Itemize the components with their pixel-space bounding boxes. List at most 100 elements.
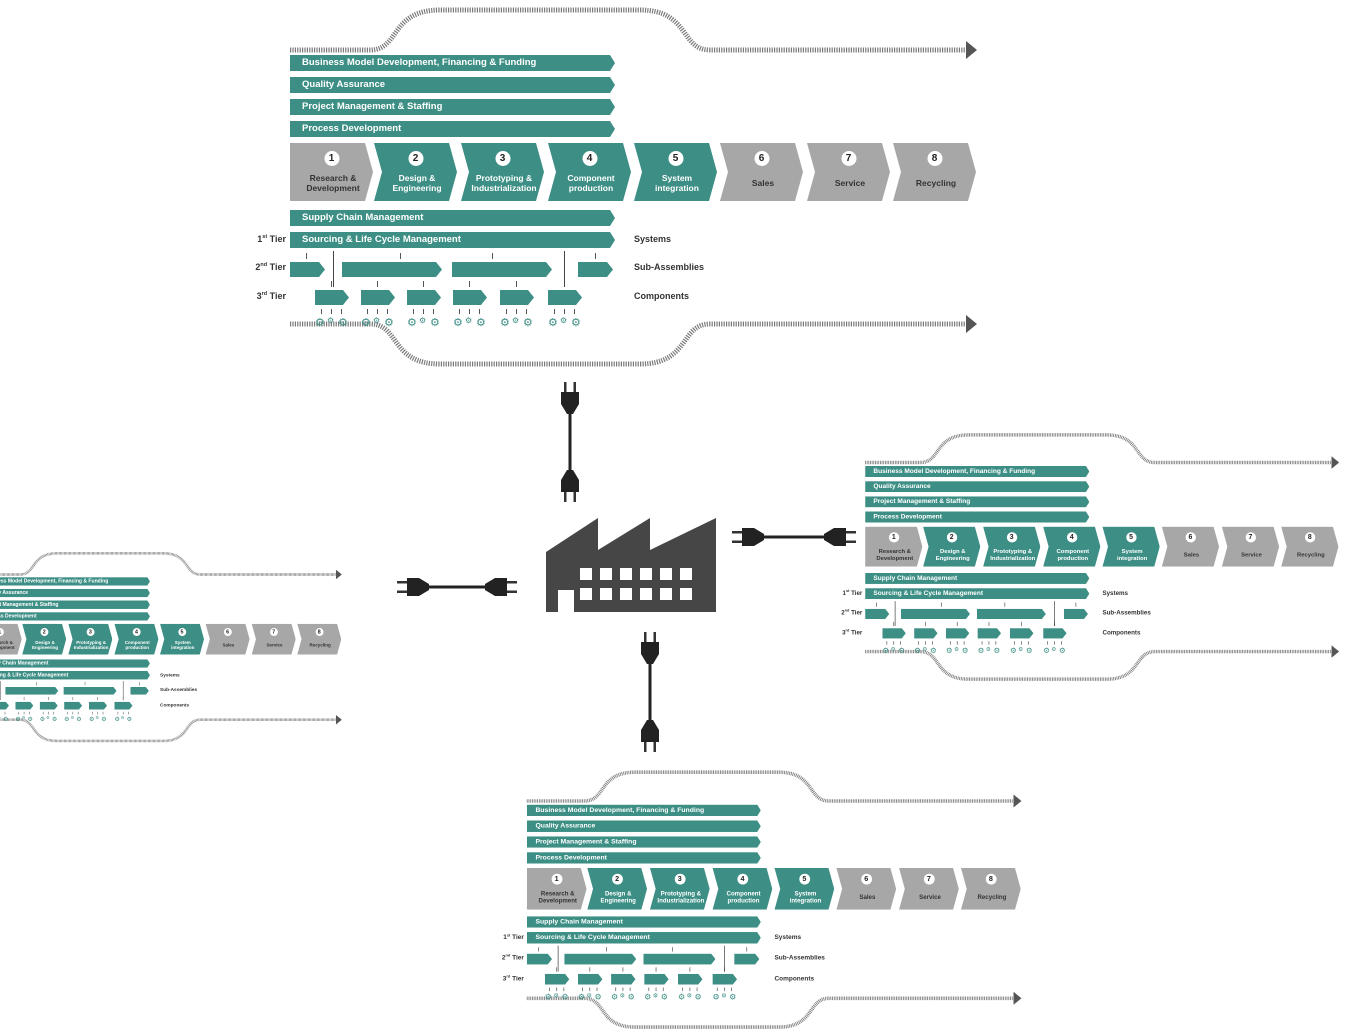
stage-number-badge: 2	[408, 151, 423, 166]
sub-assembly-chevron	[901, 609, 970, 619]
divider-line	[0, 681, 2, 701]
gear-icon: ⚙	[544, 993, 552, 1002]
power-plug-icon	[561, 382, 579, 502]
level-label: Components	[634, 291, 689, 301]
level-label: Systems	[160, 672, 180, 678]
connector-tick	[556, 987, 558, 992]
gear-icon: ⚙	[553, 992, 559, 999]
gear-icon: ⚙	[611, 993, 619, 1002]
stage-number-badge: 3	[86, 628, 95, 636]
sub-assembly-chevron	[865, 609, 889, 619]
connector-tick	[128, 711, 129, 715]
stage-label: Component production	[124, 639, 150, 651]
stage-label: Component production	[567, 173, 615, 193]
stage-number-badge: 5	[798, 873, 810, 885]
factory-icon	[546, 518, 716, 612]
divider-line	[122, 681, 124, 701]
level-label: Sub-Assemblies	[160, 686, 198, 693]
component-chevron	[1010, 628, 1033, 638]
divider-line	[333, 251, 334, 287]
connector-tick	[72, 696, 74, 701]
stage-label: Recycling	[309, 642, 331, 648]
boundary-bottom-line	[526, 996, 1017, 1029]
sub-assembly-chevron	[64, 687, 117, 695]
connector-tick	[949, 641, 951, 645]
connector-tick	[67, 711, 68, 715]
support-bar: Quality Assurance	[290, 77, 615, 93]
stage-label: Design & Engineering	[392, 173, 442, 193]
connector-tick	[423, 309, 424, 314]
arrow-head-icon	[1013, 991, 1022, 1005]
tier-suffix: rd	[261, 291, 268, 297]
gear-icon: ⚙	[15, 716, 21, 723]
connector-tick	[1061, 641, 1062, 645]
connector-tick	[1054, 641, 1055, 645]
arrow-head-icon	[1013, 794, 1022, 808]
connector-tick	[1014, 641, 1015, 645]
stage-label: System integration	[655, 173, 699, 193]
stage-number-badge: 6	[754, 151, 769, 166]
gear-icon: ⚙	[430, 317, 440, 329]
stage-label: Sales	[751, 178, 775, 188]
tier-label: 2nd Tier	[828, 609, 862, 616]
connector-tick	[23, 711, 25, 715]
connector-tick	[589, 987, 591, 992]
stage-label: Research & Development	[538, 889, 577, 904]
value-chain-panel-right: Business Model Development, Financing & …	[803, 428, 1340, 683]
connector-tick	[988, 621, 990, 627]
gear-icon: ⚙	[678, 993, 686, 1002]
sub-assembly-chevron	[734, 954, 759, 965]
gear-icon: ⚙	[694, 993, 702, 1002]
component-chevron	[713, 974, 737, 985]
stage-label: Sales	[222, 642, 235, 648]
support-bar: Supply Chain Management	[865, 573, 1089, 584]
connector-tick	[941, 602, 942, 607]
gear-icon: ⚙	[51, 716, 58, 723]
connector-tick	[574, 309, 575, 314]
gear-icon: ⚙	[721, 992, 727, 999]
connector-tick	[696, 987, 698, 992]
gear-icon: ⚙	[373, 316, 381, 325]
connector-tick	[77, 711, 79, 715]
stage-number-badge: 3	[495, 151, 510, 166]
level-label: Systems	[774, 933, 802, 941]
stage-label: Component production	[1056, 547, 1090, 562]
connector-tick	[377, 281, 378, 287]
stage-number-badge: 6	[1185, 532, 1196, 543]
stage-number-badge: 4	[737, 873, 748, 885]
sub-assembly-chevron	[564, 954, 636, 965]
gear-icon: ⚙	[3, 716, 9, 723]
support-bar: Sourcing & Life Cycle Management	[527, 932, 761, 944]
gear-icon: ⚙	[571, 317, 581, 329]
connector-tick	[117, 711, 119, 715]
stage-label: Recycling	[915, 178, 957, 188]
tier-label: 1st Tier	[236, 234, 286, 244]
stage-number-badge: 4	[132, 628, 141, 636]
tier-number: 3	[842, 628, 846, 636]
boundary-top-line	[526, 770, 1017, 803]
component-chevron	[914, 628, 937, 638]
stage-number-badge: 2	[40, 628, 49, 636]
connector-tick	[1075, 602, 1077, 607]
component-chevron	[611, 974, 635, 985]
stage-number-badge: 6	[860, 873, 872, 885]
connector-tick	[4, 711, 6, 715]
process-boundary	[526, 770, 1022, 1029]
connector-tick	[672, 947, 673, 952]
process-boundary	[0, 551, 342, 743]
divider-line	[1054, 601, 1055, 627]
level-label: Components	[160, 702, 190, 708]
boundary-bottom-line	[290, 321, 970, 367]
arrow-head-icon	[1331, 456, 1340, 469]
connector-tick	[655, 967, 657, 972]
stage-label: Prototyping & Industrialization	[657, 889, 705, 904]
sub-assembly-chevron	[643, 954, 715, 965]
gear-icon: ⚙	[954, 646, 960, 653]
gear-icon: ⚙	[652, 992, 658, 999]
